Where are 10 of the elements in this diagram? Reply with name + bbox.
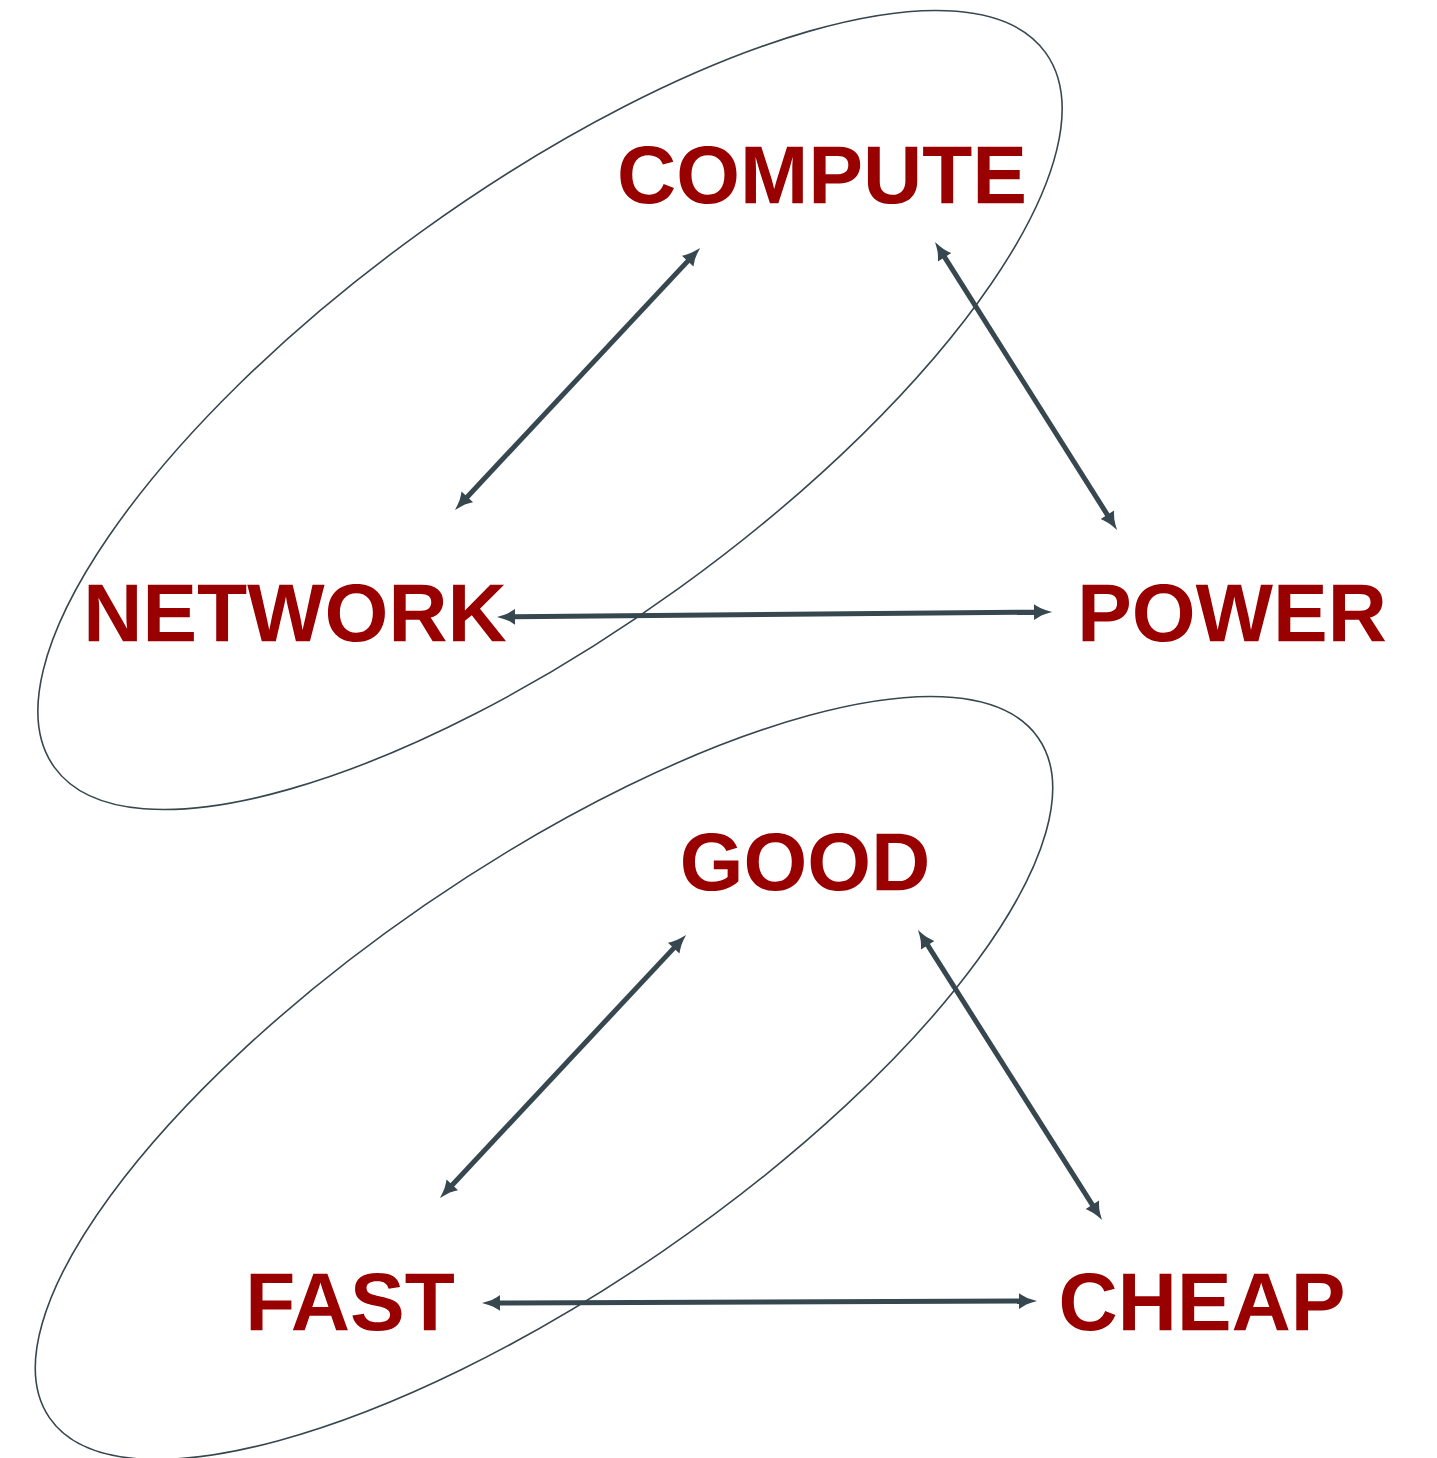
word-label: NETWORK [88, 584, 507, 643]
double-arrow [457, 250, 698, 508]
word-label: COMPUTE [620, 146, 1024, 205]
word-label: FAST [250, 1273, 454, 1332]
ellipse-outline [37, 10, 1063, 810]
word-label: GOOD [683, 833, 927, 892]
word-label: POWER [1082, 584, 1386, 643]
ellipse-outline [34, 696, 1054, 1458]
double-arrow [442, 937, 684, 1196]
word-label: CHEAP [1061, 1273, 1343, 1332]
